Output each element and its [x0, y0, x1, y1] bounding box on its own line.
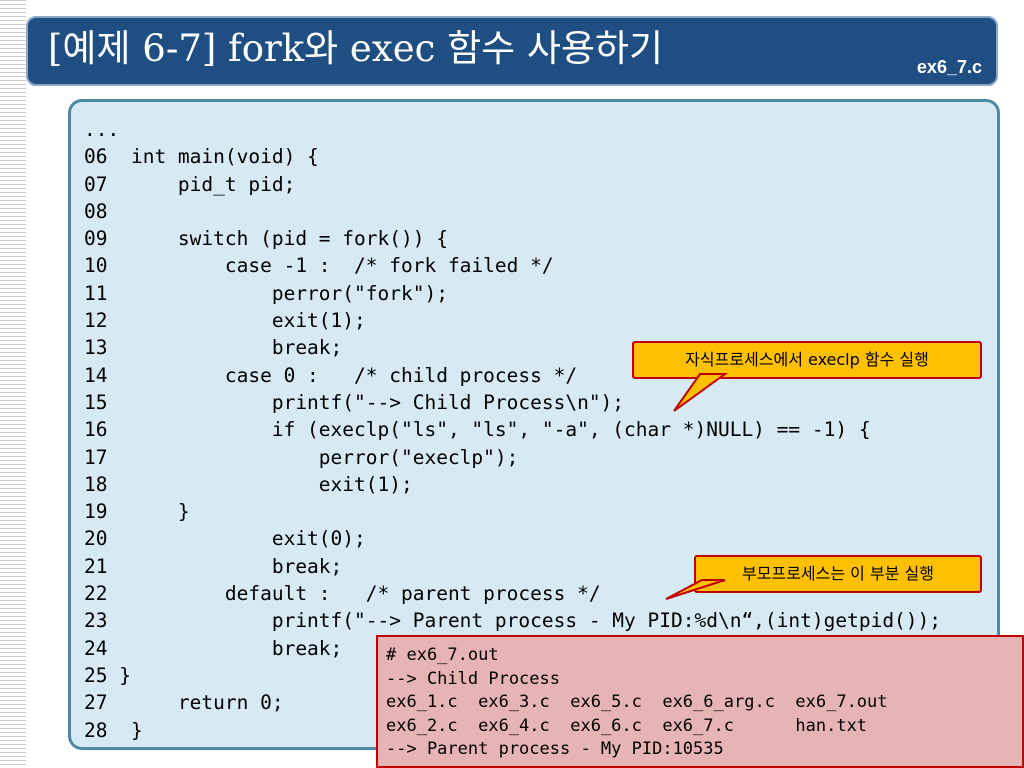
- file-name-label: ex6_7.c: [916, 57, 982, 77]
- title-bar: [예제 6-7] fork와 exec 함수 사용하기 ex6_7.c: [26, 16, 998, 86]
- child-process-callout: 자식프로세스에서 execlp 함수 실행: [632, 341, 982, 379]
- code-line: 14 case 0 : /* child process */: [84, 363, 578, 387]
- code-line: ...: [84, 118, 120, 141]
- code-line: 13 break;: [84, 336, 343, 360]
- code-line: 11 perror("fork");: [84, 281, 448, 305]
- code-line: 16 if (execlp("ls", "ls", "-a", (char *)…: [84, 418, 871, 442]
- output-line: ex6_2.c ex6_4.c ex6_6.c ex6_7.c han.txt: [386, 715, 868, 736]
- code-line: 20 exit(0);: [84, 527, 366, 551]
- code-listing: ... 06 int main(void) { 07 pid_t pid; 08…: [84, 116, 941, 744]
- code-line: 21 break;: [84, 554, 343, 578]
- code-line: 10 case -1 : /* fork failed */: [84, 254, 554, 278]
- child-callout-tail: [673, 373, 729, 412]
- output-line: ex6_1.c ex6_3.c ex6_5.c ex6_6_arg.c ex6_…: [386, 692, 888, 712]
- code-line: 12 exit(1);: [84, 309, 366, 333]
- code-line: 07 pid_t pid;: [84, 172, 296, 196]
- code-line: 06 int main(void) {: [84, 145, 319, 169]
- parent-callout-text: 부모프로세스는 이 부분 실행: [742, 564, 934, 583]
- code-line: 28 }: [84, 718, 143, 742]
- code-line: 24 break;: [84, 636, 343, 660]
- code-line: 17 perror("execlp");: [84, 445, 519, 469]
- terminal-output: # ex6_7.out --> Child Process ex6_1.c ex…: [386, 644, 888, 762]
- code-line: 15 printf("--> Child Process\n");: [84, 390, 625, 414]
- parent-process-callout: 부모프로세스는 이 부분 실행: [694, 555, 982, 593]
- output-line: --> Parent process - My PID:10535: [386, 739, 724, 759]
- code-line: 19 }: [84, 500, 190, 524]
- code-line: 25 }: [84, 663, 131, 687]
- left-stripe-decoration: [0, 0, 26, 768]
- code-line: 08: [84, 199, 108, 223]
- code-line: 23 printf("--> Parent process - My PID:%…: [84, 609, 942, 633]
- code-line: 18 exit(1);: [84, 472, 413, 496]
- code-line: 22 default : /* parent process */: [84, 582, 601, 606]
- code-line: 09 switch (pid = fork()) {: [84, 227, 448, 251]
- child-callout-text: 자식프로세스에서 execlp 함수 실행: [685, 350, 929, 369]
- terminal-output-box: [376, 635, 1024, 768]
- slide-title: [예제 6-7] fork와 exec 함수 사용하기: [48, 27, 664, 70]
- parent-callout-tail: [665, 579, 726, 600]
- output-line: # ex6_7.out: [386, 645, 499, 665]
- output-line: --> Child Process: [386, 668, 560, 689]
- code-line: 27 return 0;: [84, 691, 284, 715]
